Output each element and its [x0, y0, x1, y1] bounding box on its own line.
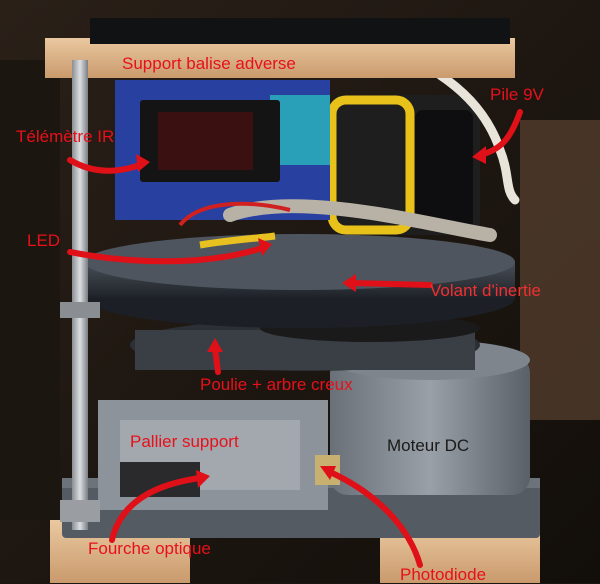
dc-motor: [330, 355, 530, 495]
background-right-wood: [520, 120, 600, 420]
arrowhead-volant: [342, 274, 356, 292]
arrowhead-poulie: [207, 338, 223, 352]
label-fourche-optique: Fourche optique: [88, 539, 211, 558]
arrowhead-led: [258, 238, 272, 256]
arrowhead-photodiode: [320, 466, 336, 480]
top-velcro: [90, 18, 510, 44]
label-pallier-support: Pallier support: [130, 432, 239, 451]
top-wood-plate: [45, 38, 515, 78]
arrowhead-pile: [472, 146, 486, 164]
red-wire: [178, 201, 291, 227]
arrow-fourche: [109, 475, 203, 543]
background-left-dark: [0, 60, 60, 520]
yellow-wire: [199, 232, 276, 249]
label-pile-9v: Pile 9V: [490, 85, 544, 104]
arrow-telemetre: [67, 157, 143, 174]
threaded-rod: [72, 60, 88, 530]
arrow-photodiode: [327, 469, 423, 568]
label-poulie-arbre: Poulie + arbre creux: [200, 375, 353, 394]
flywheel-top: [85, 234, 515, 290]
white-rope: [435, 70, 520, 205]
label-moteur-dc: Moteur DC: [387, 436, 470, 455]
arrow-heads: [136, 146, 486, 488]
rod-nut-bottom: [60, 500, 100, 522]
velcro-strap: [415, 110, 473, 230]
ir-rangefinder-window: [158, 112, 253, 170]
battery-yellow-holder: [327, 95, 415, 235]
grey-cable: [223, 199, 497, 242]
label-telemetre-ir: Télémètre IR: [16, 127, 115, 146]
label-photodiode: Photodiode: [400, 565, 487, 584]
label-support-balise: Support balise adverse: [122, 54, 296, 73]
label-led: LED: [27, 231, 61, 250]
arrowhead-fourche: [196, 470, 210, 488]
rod-nut-middle: [60, 302, 100, 318]
label-volant-inertie: Volant d'inertie: [430, 281, 541, 300]
arrowhead-telemetre: [136, 154, 150, 172]
arrow-volant: [347, 280, 433, 288]
arrow-led: [67, 245, 265, 265]
